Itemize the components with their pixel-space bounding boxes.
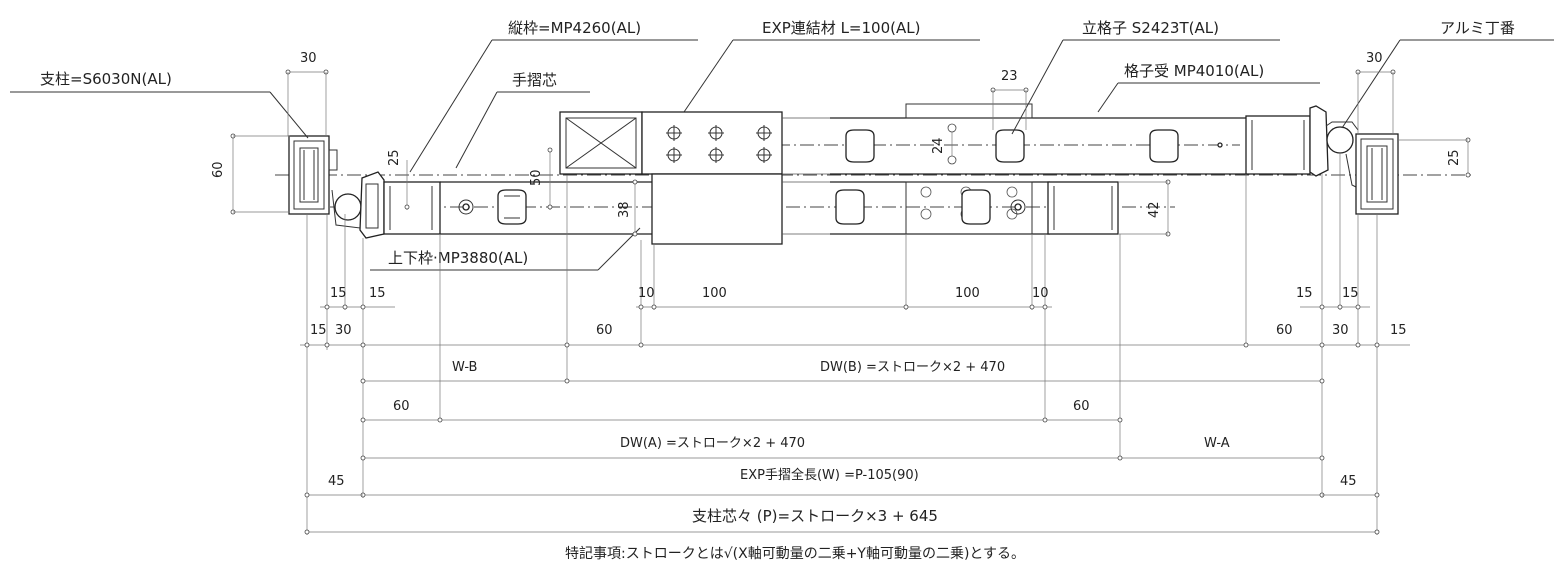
- lattice-section-6: [961, 189, 991, 225]
- exp-connector: [559, 111, 830, 245]
- dim-r1-15a: 15: [330, 286, 347, 301]
- right-lattice-receiver-end: [1245, 105, 1329, 177]
- label-post: 支柱=S6030N(AL): [40, 70, 172, 88]
- dim-r1-100a: 100: [702, 286, 727, 301]
- dim-60: 60: [211, 161, 226, 178]
- dim-post-pitch: 支柱芯々 (P)=ストローク×3 + 645: [692, 507, 938, 525]
- dim-42: 42: [1147, 201, 1162, 218]
- dim-r2-60b: 60: [1276, 323, 1293, 338]
- dim-r1-100b: 100: [955, 286, 980, 301]
- left-post: [288, 135, 367, 229]
- label-handrail-core: 手摺芯: [512, 71, 557, 89]
- label-vertical-frame: 縦枠=MP4260(AL): [508, 19, 641, 37]
- dim-r2-30b: 30: [1332, 323, 1349, 338]
- dim-exp-total: EXP手摺全長(W) =P-105(90): [740, 467, 919, 483]
- left-end-profile: [359, 171, 385, 239]
- dim-24: 24: [931, 137, 946, 154]
- dim-dwa: DW(A) =ストローク×2 + 470: [620, 436, 805, 451]
- label-lattice-receiver: 格子受 MP4010(AL): [1124, 62, 1264, 80]
- dim-50: 50: [529, 169, 544, 186]
- dim-r1-10a: 10: [638, 286, 655, 301]
- dim-r1-10b: 10: [1032, 286, 1049, 301]
- extension-lines: [306, 154, 1378, 535]
- special-note: 特記事項:ストロークとは√(X軸可動量の二乗+Y軸可動量の二乗)とする。: [565, 545, 1025, 562]
- dim-wb: W-B: [452, 360, 477, 375]
- lattice-section-2: [845, 129, 875, 163]
- dim-45-left: 45: [328, 474, 345, 489]
- dim-r2-15a: 15: [310, 323, 327, 338]
- dim-r2-60a: 60: [596, 323, 613, 338]
- lattice-section-5: [835, 189, 865, 225]
- right-hinge-pin: [1326, 126, 1354, 154]
- right-post: [1325, 121, 1399, 215]
- left-hinge-pin: [334, 193, 362, 221]
- dim-wa: W-A: [1204, 436, 1230, 451]
- dim-r4-60a: 60: [393, 399, 410, 414]
- label-exp-connector: EXP連結材 L=100(AL): [762, 19, 920, 37]
- label-lattice: 立格子 S2423T(AL): [1082, 19, 1219, 37]
- dim-dwb: DW(B) =ストローク×2 + 470: [820, 360, 1005, 375]
- dim-25-right: 25: [1447, 149, 1462, 166]
- dim-r2-30a: 30: [335, 323, 352, 338]
- middle-frames: [830, 103, 1250, 235]
- dim-23: 23: [1001, 69, 1018, 84]
- lattice-section-1: [497, 189, 527, 225]
- label-hinge: アルミ丁番: [1440, 19, 1515, 37]
- lattice-section-3: [995, 129, 1025, 163]
- dim-r2-15b: 15: [1390, 323, 1407, 338]
- dim-45-right: 45: [1340, 474, 1357, 489]
- dim-38: 38: [617, 201, 632, 218]
- dim-30-right: 30: [1366, 51, 1383, 66]
- leaders: [10, 39, 1554, 271]
- dimension-rows: [300, 304, 1410, 535]
- lattice-section-4: [1149, 129, 1179, 163]
- top-bottom-frame-left: [383, 181, 652, 235]
- dim-r4-60b: 60: [1073, 399, 1090, 414]
- dim-r1-15d: 15: [1342, 286, 1359, 301]
- dim-30-left: 30: [300, 51, 317, 66]
- label-top-bottom-frame: 上下枠·MP3880(AL): [388, 249, 528, 267]
- dim-25-left: 25: [387, 149, 402, 166]
- small-dimensions: [230, 69, 1471, 237]
- dim-r1-15b: 15: [369, 286, 386, 301]
- dim-r1-15c: 15: [1296, 286, 1313, 301]
